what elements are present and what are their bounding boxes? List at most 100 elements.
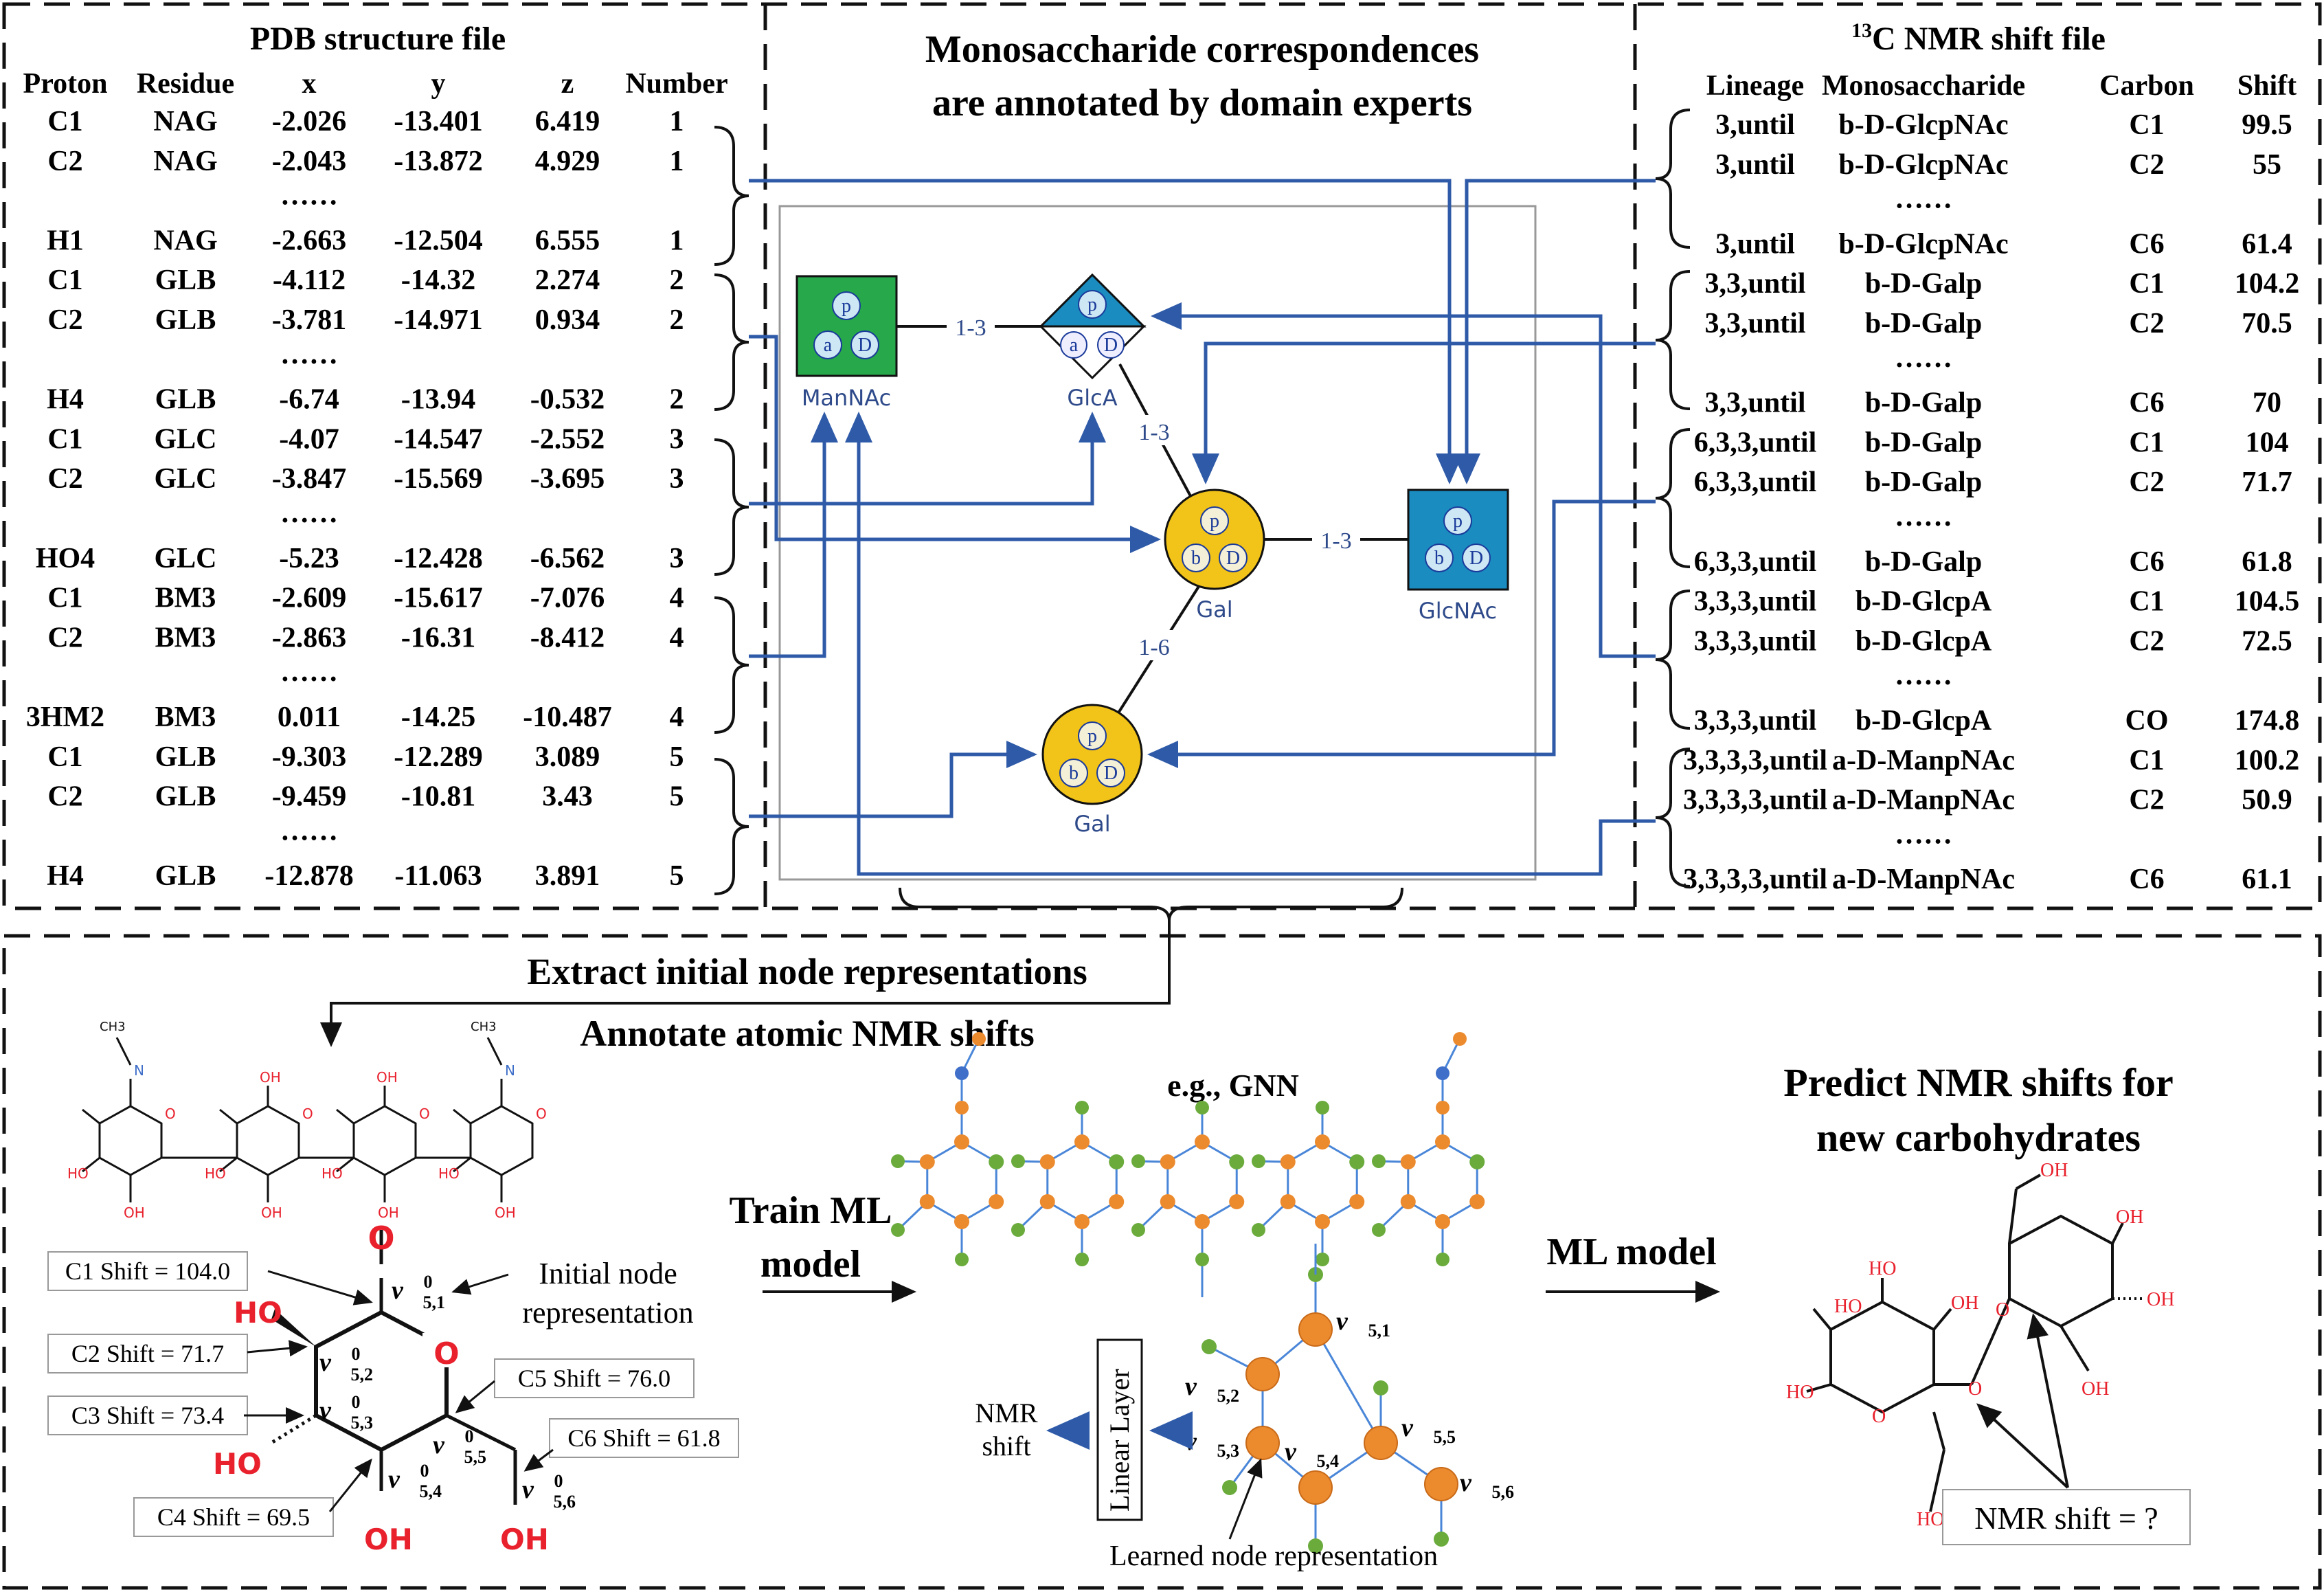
glycosidic-bond-2: [1970, 1298, 2011, 1385]
r-c2-bond: [2060, 1325, 2090, 1372]
query-arrows: [1976, 1313, 2069, 1489]
nmr-brace-3: [1655, 428, 1691, 568]
nmr-cell: 6,3,3,until: [1694, 546, 1817, 578]
zoom-node-sub: [1308, 1538, 1323, 1554]
nmr-cell: 6,3,3,until: [1694, 467, 1817, 498]
glcnac-label: GlcNAc: [1419, 598, 1497, 624]
correspondence-arrows: [749, 179, 1656, 876]
shift-label-2: C2 Shift = 71.7: [71, 1340, 224, 1367]
gal-bottom-circle: [1041, 704, 1143, 805]
gnn-node: [919, 1194, 935, 1209]
ring-link-oxygen: O: [368, 1220, 394, 1257]
pdb-cell: -8.412: [530, 622, 605, 653]
gnn-node: [1195, 1214, 1210, 1229]
pdb-cell: H4: [47, 860, 84, 892]
pdb-cell: -2.663: [272, 225, 347, 256]
zoom-vector-5: v⃗5,5: [1401, 1413, 1456, 1447]
gnn-node-sub: [1075, 1101, 1089, 1114]
nmr-cell: 104.5: [2235, 586, 2300, 618]
pdb-cell: 4: [670, 583, 684, 614]
gal-bottom-node: p b D Gal: [1041, 704, 1143, 837]
c2-wedge: [271, 1309, 316, 1347]
link-label-bg-4: [1130, 630, 1178, 660]
chain-ho: HO: [205, 1165, 226, 1182]
nmr-brace-1: [1655, 109, 1691, 249]
gnn-node: [1400, 1154, 1416, 1169]
pdb-cell: -6.74: [279, 384, 339, 416]
gnn-node-sub: [1011, 1223, 1025, 1237]
pdb-ellipsis: ……: [280, 180, 338, 212]
glca-glyph-a-text: a: [1070, 335, 1079, 356]
pdb-ellipsis: ……: [280, 339, 338, 370]
c2-ho: HO: [234, 1296, 282, 1330]
arrow-pdb2-gal: [749, 335, 1161, 553]
nmr-header-2: Carbon: [2099, 70, 2194, 102]
gnn-node-sub: [1372, 1223, 1386, 1237]
zoom-vector-6: v⃗5,6: [1460, 1468, 1514, 1502]
pdb-cell: H1: [47, 225, 84, 256]
link-label-bg-2: [1130, 415, 1178, 445]
gal-top-node: p b D Gal: [1164, 489, 1265, 623]
flow-arrow: [320, 921, 1171, 1047]
pdb-cell: C2: [47, 781, 82, 813]
pdb-cell: NAG: [153, 225, 217, 256]
arrow-initial-node: [451, 1273, 509, 1295]
nmr-cell: b-D-GlcpA: [1855, 586, 1992, 618]
shift-box-1: [47, 1251, 248, 1291]
mannac-node: p a D ManNAc: [796, 275, 898, 411]
nmr-header-3: Shift: [2237, 70, 2297, 102]
chain-n: N: [134, 1062, 144, 1079]
d-oh-8: OH: [2147, 1289, 2174, 1310]
pdb-cell: HO4: [36, 543, 95, 574]
l-c1-bond: [1812, 1308, 1832, 1331]
pdb-cell: GLB: [155, 741, 216, 773]
glca-glyph-p: [1078, 290, 1107, 319]
gal-bottom-glyph-b-text: b: [1069, 763, 1079, 784]
nmr-cell: C1: [2129, 586, 2164, 618]
gnn-node-sub: [1316, 1253, 1329, 1266]
gnn-node: [1109, 1154, 1125, 1169]
r-c6-oh-bond: [2016, 1174, 2041, 1190]
gnn-node: [989, 1194, 1004, 1209]
shift-label-5: C5 Shift = 76.0: [518, 1365, 670, 1392]
chain-o: O: [536, 1106, 547, 1122]
pdb-cell: GLC: [154, 423, 216, 455]
nmr-cell: 104: [2246, 427, 2289, 458]
gnn-node-c: [1453, 1032, 1467, 1046]
chain-ho: HO: [67, 1165, 89, 1182]
nmr-cell: C2: [2129, 308, 2164, 339]
glcnac-glyph-b: [1425, 543, 1454, 572]
initial-node-line2: representation: [522, 1296, 693, 1330]
link-label-bg-3: [1312, 524, 1360, 554]
nmr-shift-line2: shift: [982, 1431, 1030, 1461]
chain-o: O: [419, 1106, 430, 1122]
query-arrow-2: [2027, 1313, 2069, 1488]
nmr-cell: 99.5: [2242, 109, 2292, 141]
pdb-brace-4: [714, 596, 749, 734]
pdb-cell: -9.303: [272, 741, 347, 773]
r-c6-bond: [2008, 1188, 2018, 1244]
pdb-cell: GLB: [155, 860, 216, 892]
gal-bottom-glyph-p: [1078, 721, 1107, 750]
step1-text: Extract initial node representations: [527, 951, 1087, 992]
gnn-node-sub: [1436, 1101, 1449, 1114]
zoom-node-4: [1298, 1470, 1333, 1505]
arrow-nmr5-mannac: [845, 412, 1656, 876]
l-c6-oh-bond: [1929, 1449, 1945, 1512]
pdb-cell: 1: [670, 225, 684, 256]
step1-bg: [467, 947, 1147, 995]
pdb-cell: -15.569: [394, 463, 483, 495]
arrow-pdb3-glca: [749, 412, 1106, 506]
gnn-node: [1280, 1194, 1296, 1209]
pdb-cell: 5: [670, 860, 684, 892]
nmr-cell: a-D-ManpNAc: [1832, 785, 2015, 816]
bottom-panel-border: [2, 934, 2322, 1590]
pdb-cell: GLB: [155, 304, 216, 336]
pdb-cell: -9.459: [272, 781, 347, 813]
d-ho-10: HO: [1917, 1509, 1944, 1530]
gnn-node-c: [972, 1032, 986, 1046]
